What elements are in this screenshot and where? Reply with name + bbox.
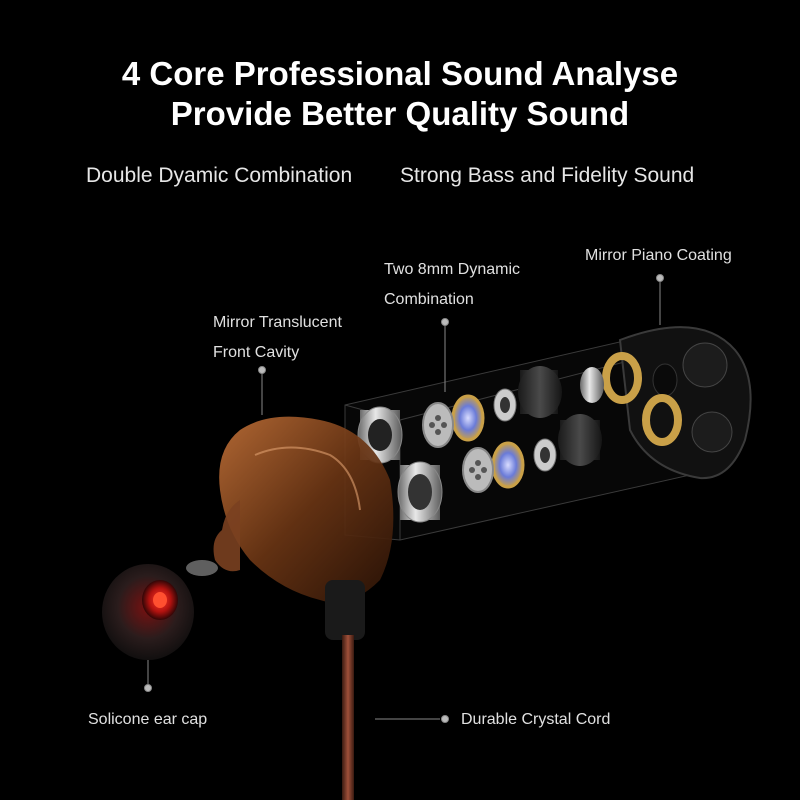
headline-line-2: Provide Better Quality Sound (170, 95, 630, 132)
headline-line-1: 4 Core Professional Sound Analyse (121, 55, 679, 92)
lower-driver-stack (462, 414, 602, 493)
callout-front-cavity-line-1: Mirror Translucent (213, 314, 342, 331)
upper-driver-stack (422, 366, 604, 448)
subheading-strong-bass: Strong Bass and Fidelity Sound (400, 164, 695, 187)
mesh-filter (186, 560, 218, 576)
callout-leaders (144, 274, 664, 723)
crystal-cord (342, 635, 354, 800)
callout-ear-cap: Solicone ear cap (88, 711, 208, 728)
callout-mirror-piano-coating: Mirror Piano Coating (585, 247, 732, 264)
subheading-double-dynamic: Double Dyamic Combination (86, 164, 353, 187)
callout-crystal-cord: Durable Crystal Cord (461, 711, 611, 728)
callout-dynamic-line-2: Combination (384, 291, 474, 308)
silicone-ear-cap (102, 564, 194, 660)
gold-rings (602, 352, 682, 446)
front-cavity-shell (213, 416, 394, 640)
callout-dynamic-line-1: Two 8mm Dynamic (384, 261, 521, 278)
callout-front-cavity-line-2: Front Cavity (213, 344, 300, 361)
